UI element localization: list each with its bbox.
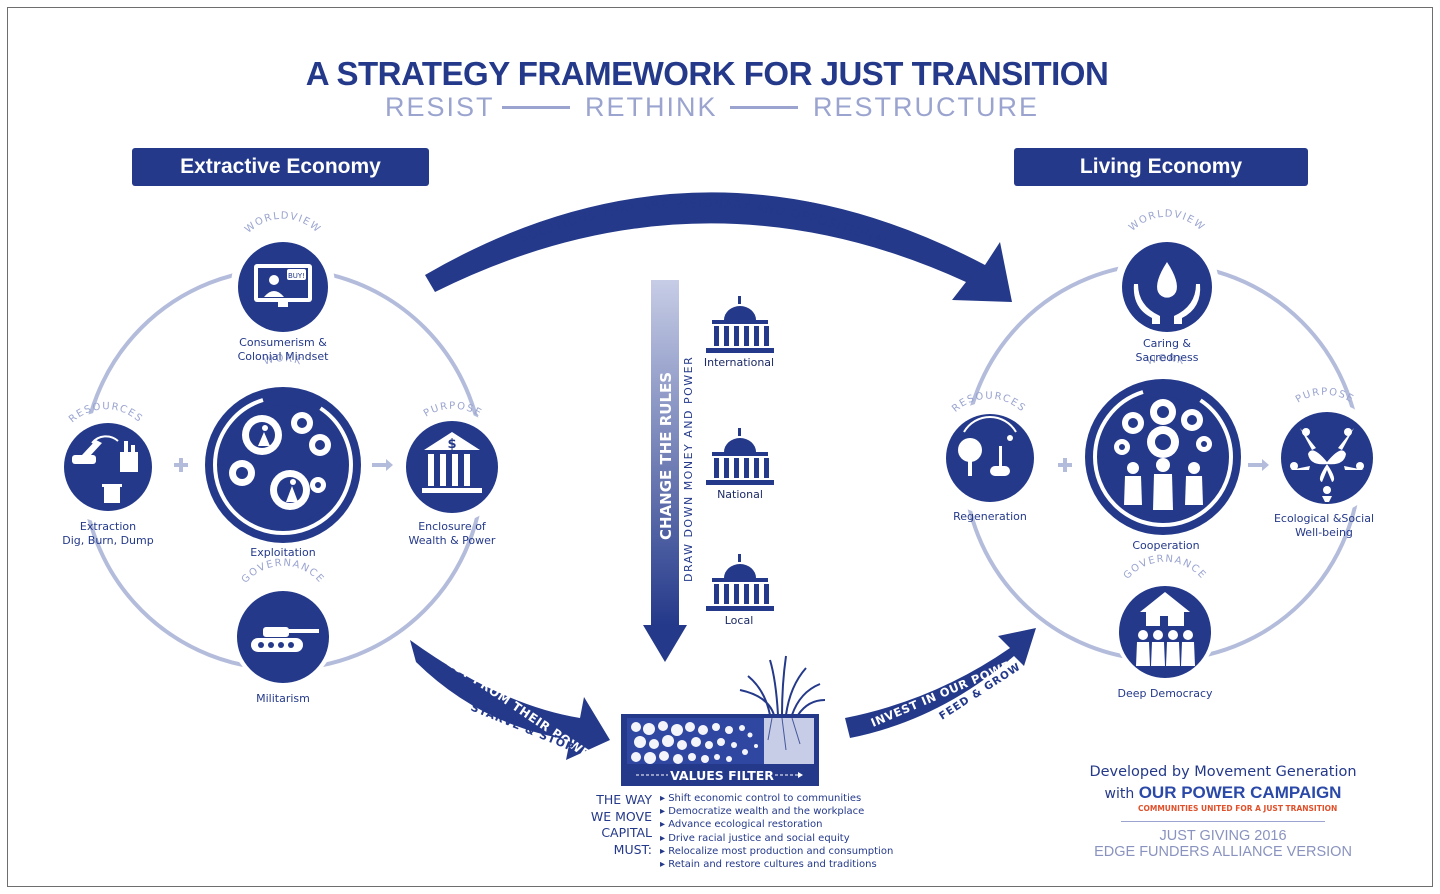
svg-text:$: $ bbox=[447, 437, 456, 452]
values-filter: VALUES FILTER bbox=[621, 655, 826, 786]
buy-bubble-text: BUY! bbox=[288, 272, 305, 280]
capitol-international-icon bbox=[706, 296, 774, 353]
label-deep-democracy: Deep Democracy bbox=[1117, 687, 1213, 700]
tree-regeneration-icon bbox=[946, 414, 1034, 502]
top-curved-arrow: STOP THE BAD BUILD THE NEW SOLUTIONS THA… bbox=[425, 190, 1012, 302]
list-item: ▸ Advance ecological restoration bbox=[660, 819, 823, 831]
list-item: ▸ Relocalize most production and consump… bbox=[660, 845, 894, 857]
level-local: Local bbox=[724, 614, 754, 627]
page-title: A STRATEGY FRAMEWORK FOR JUST TRANSITION bbox=[305, 55, 1109, 92]
label-consumerism: Consumerism &Colonial Mindset bbox=[237, 336, 329, 363]
ring-label: WORLDVIEW bbox=[243, 211, 323, 236]
house-people-icon bbox=[1119, 586, 1211, 678]
frame-border bbox=[7, 7, 1433, 887]
bank-icon: $ bbox=[406, 421, 498, 513]
change-the-rules-arrow: CHANGE THE RULES DRAW DOWN MONEY AND POW… bbox=[643, 280, 695, 662]
butterfly-people-icon bbox=[1281, 412, 1373, 504]
our-power-campaign-logo: OUR POWER CAMPAIGN bbox=[1138, 783, 1342, 802]
invest-arrow: INVEST IN OUR POWER FEED & GROW bbox=[845, 628, 1036, 738]
subtitle-restructure: RESTRUCTURE bbox=[813, 92, 1040, 122]
change-the-rules-text: CHANGE THE RULES bbox=[657, 372, 675, 540]
list-item: ▸ Retain and restore cultures and tradit… bbox=[660, 859, 877, 871]
list-item: ▸ Democratize wealth and the workplace bbox=[660, 806, 865, 818]
list-item: ▸ Drive racial justice and social equity bbox=[660, 832, 850, 844]
ring-label: WORK bbox=[1146, 353, 1187, 367]
hands-drop-icon bbox=[1122, 242, 1212, 332]
credits-with: with bbox=[1104, 786, 1135, 802]
label-regeneration: Regeneration bbox=[953, 510, 1027, 523]
divest-arrow: DIVEST FROM THEIR POWER STARVE & STOP bbox=[410, 640, 610, 767]
version-line-2: EDGE FUNDERS ALLIANCE VERSION bbox=[1094, 844, 1352, 860]
list-item: ▸ Shift economic control to communities bbox=[660, 793, 862, 804]
gears-workers-icon bbox=[205, 387, 361, 543]
gears-people-icon bbox=[1085, 379, 1241, 535]
level-international: International bbox=[703, 356, 775, 369]
credits: Developed by Movement Generation with OU… bbox=[1068, 762, 1378, 861]
ring-label: WORK bbox=[263, 353, 304, 367]
filter-pebbles bbox=[631, 721, 758, 764]
label-caring: Caring &Sacredness bbox=[1135, 337, 1199, 364]
extractive-economy-header: Extractive Economy bbox=[132, 148, 429, 186]
capitol-icons bbox=[706, 296, 774, 611]
subtitle-divider bbox=[730, 106, 798, 109]
developed-by: Developed by Movement Generation bbox=[1089, 764, 1357, 780]
level-national: National bbox=[717, 488, 763, 501]
label-cooperation: Cooperation bbox=[1132, 539, 1200, 552]
tv-buy-icon: BUY! bbox=[238, 242, 328, 332]
capitol-national-icon bbox=[706, 428, 774, 485]
credits-divider bbox=[1121, 821, 1325, 822]
subtitle-rethink: RETHINK bbox=[585, 92, 718, 122]
version-line-1: JUST GIVING 2016 bbox=[1159, 828, 1287, 844]
label-exploitation: Exploitation bbox=[250, 546, 316, 559]
label-militarism: Militarism bbox=[256, 692, 310, 705]
values-filter-label: VALUES FILTER bbox=[670, 768, 774, 783]
capitol-local-icon bbox=[706, 554, 774, 611]
ring-label: WORLDVIEW bbox=[1127, 209, 1207, 234]
capital-principles-list: ▸ Shift economic control to communities … bbox=[660, 792, 893, 871]
campaign-tagline: COMMUNITIES UNITED FOR A JUST TRANSITION bbox=[1138, 804, 1338, 813]
grass-icon bbox=[739, 655, 826, 716]
extraction-icon bbox=[64, 423, 152, 511]
living-economy-header: Living Economy bbox=[1014, 148, 1308, 186]
subtitle-divider bbox=[502, 106, 570, 109]
cycle-connectors bbox=[174, 458, 1269, 472]
subtitle-resist: RESIST bbox=[385, 92, 495, 122]
draw-down-text: DRAW DOWN MONEY AND POWER bbox=[682, 356, 695, 582]
tank-icon bbox=[237, 591, 329, 683]
ring-label: GOVERNANCE bbox=[240, 558, 327, 586]
